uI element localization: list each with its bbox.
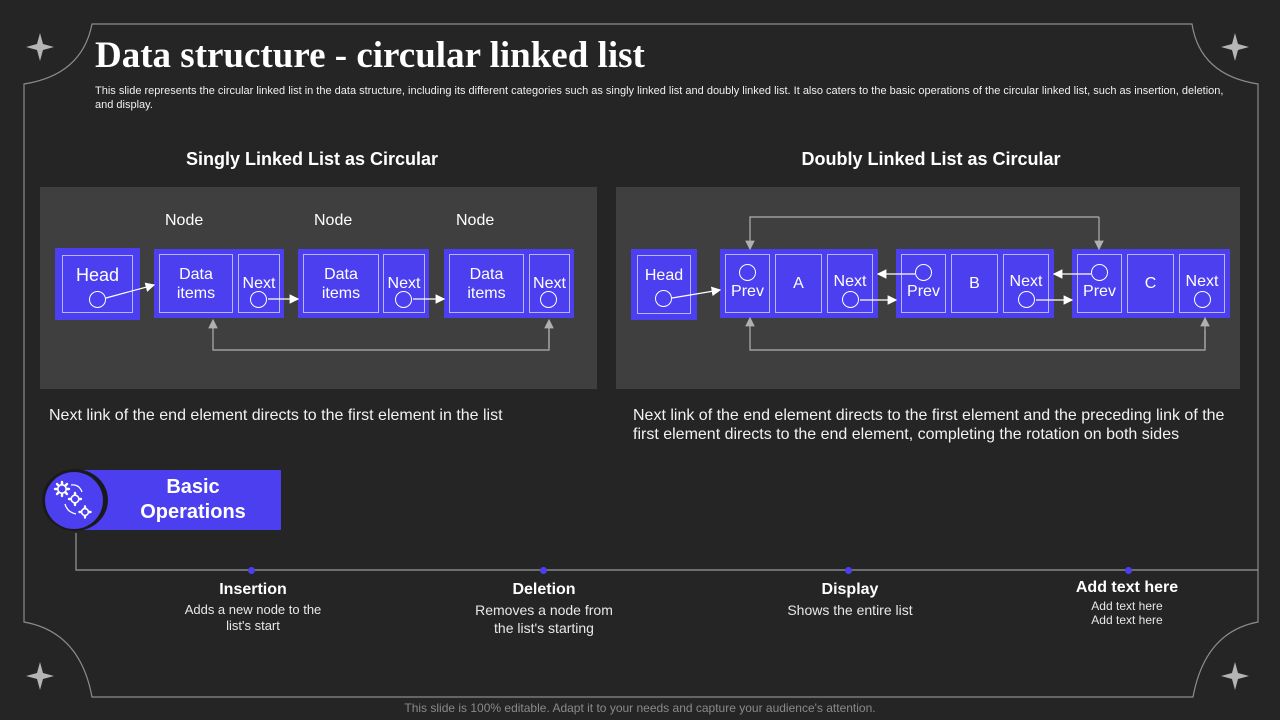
doubly-head-node: Head xyxy=(631,249,697,320)
doubly-node-b: Prev B Next xyxy=(896,249,1054,318)
node-label: Node xyxy=(165,212,204,229)
doubly-heading: Doubly Linked List as Circular xyxy=(801,149,1061,169)
next-label: Next xyxy=(238,254,280,313)
data-items-label: Data items xyxy=(449,254,524,313)
operation-display: Display Shows the entire list xyxy=(770,581,930,619)
singly-description: Next link of the end element directs to … xyxy=(49,407,503,424)
next-label: Next xyxy=(1003,254,1049,313)
pointer-circle xyxy=(1091,264,1108,281)
timeline-dot xyxy=(540,567,547,574)
page-title: Data structure - circular linked list xyxy=(95,35,645,76)
next-label: Next xyxy=(1179,254,1225,313)
pointer-circle xyxy=(739,264,756,281)
operation-title: Deletion xyxy=(512,581,576,598)
doubly-node-c: Prev C Next xyxy=(1072,249,1230,318)
singly-heading: Singly Linked List as Circular xyxy=(185,149,439,169)
footer-note: This slide is 100% editable. Adapt it to… xyxy=(404,701,876,715)
node-label: Node xyxy=(314,212,353,229)
operation-title: Add text here xyxy=(1075,579,1179,596)
singly-node-1: Data items Next xyxy=(154,249,284,318)
pointer-circle xyxy=(395,291,412,308)
singly-node-2: Data items Next xyxy=(298,249,429,318)
operation-text: Add text here xyxy=(1091,613,1163,627)
pointer-circle xyxy=(655,290,672,307)
pointer-circle xyxy=(915,264,932,281)
timeline-dot xyxy=(248,567,255,574)
head-label: Head xyxy=(62,255,133,313)
node-value: A xyxy=(775,254,822,313)
operation-text: Removes a node from the list's starting xyxy=(475,602,613,636)
doubly-description: Next link of the end element directs to … xyxy=(633,407,1225,443)
page-subtitle: This slide represents the circular linke… xyxy=(95,85,1224,111)
operation-insertion: Insertion Adds a new node to the list's … xyxy=(172,581,334,634)
operation-custom: Add text here Add text here Add text her… xyxy=(1047,579,1207,627)
operation-deletion: Deletion Removes a node from the list's … xyxy=(463,581,625,637)
pointer-circle xyxy=(842,291,859,308)
pointer-circle xyxy=(1194,291,1211,308)
timeline-dot xyxy=(1125,567,1132,574)
next-label: Next xyxy=(529,254,570,313)
timeline-dot xyxy=(845,567,852,574)
operation-title: Display xyxy=(821,581,879,598)
pointer-circle xyxy=(250,291,267,308)
data-items-label: Data items xyxy=(159,254,233,313)
singly-head-node: Head xyxy=(55,248,140,320)
doubly-node-a: Prev A Next xyxy=(720,249,878,318)
operation-text: Shows the entire list xyxy=(787,602,913,618)
operations-header: Basic Operations xyxy=(75,470,281,530)
node-value: C xyxy=(1127,254,1174,313)
sparkle-icon xyxy=(26,33,1249,690)
head-label: Head xyxy=(637,255,691,314)
node-label: Node xyxy=(456,212,495,229)
operation-text: Add text here xyxy=(1091,599,1163,613)
prev-label: Prev xyxy=(901,254,946,313)
data-items-label: Data items xyxy=(303,254,379,313)
pointer-circle xyxy=(1018,291,1035,308)
next-label: Next xyxy=(827,254,873,313)
operations-heading: Basic Operations xyxy=(140,476,246,523)
pointer-circle xyxy=(540,291,557,308)
prev-label: Prev xyxy=(1077,254,1122,313)
pointer-circle xyxy=(89,291,106,308)
operation-title: Insertion xyxy=(219,581,287,598)
gears-icon xyxy=(45,472,103,529)
next-label: Next xyxy=(383,254,425,313)
node-value: B xyxy=(951,254,998,313)
operation-text: Adds a new node to the list's start xyxy=(184,602,322,633)
singly-node-3: Data items Next xyxy=(444,249,574,318)
prev-label: Prev xyxy=(725,254,770,313)
